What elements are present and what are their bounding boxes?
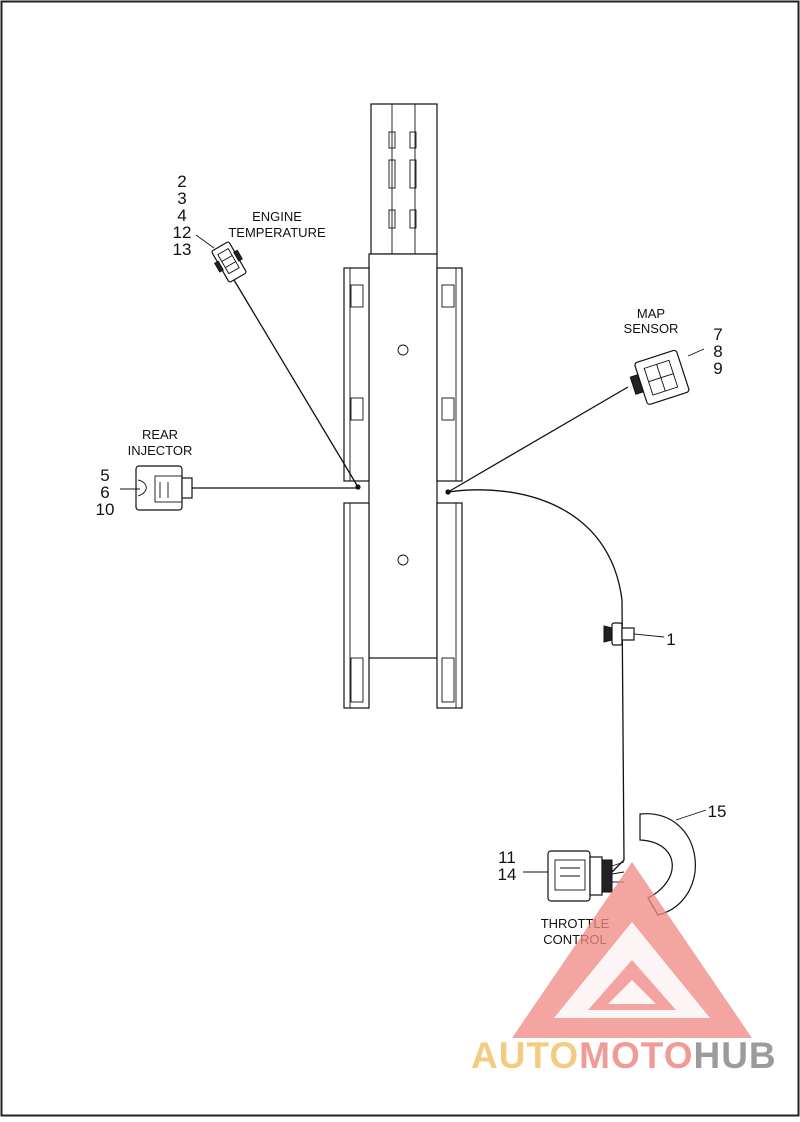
wire-harness <box>192 279 629 873</box>
engine-temp-number: 4 <box>177 206 186 225</box>
map-sensor-number: 7 <box>713 325 722 344</box>
frame-rail <box>343 103 463 709</box>
map-sensor-label: MAP <box>637 306 665 321</box>
boot-number: 15 <box>708 802 727 821</box>
rear-injector-label: REAR <box>142 427 178 442</box>
engine-temp-number: 12 <box>173 223 192 242</box>
map-sensor-number: 9 <box>713 359 722 378</box>
harness-clip <box>603 622 665 646</box>
throttle-wire <box>447 489 625 873</box>
rear-injector-connector <box>120 465 193 511</box>
engine-temp-wire <box>233 279 359 488</box>
automotohub-watermark: AUTOMOTOHUB <box>471 862 777 1076</box>
rear-injector-number: 5 <box>100 466 109 485</box>
engine-temp-label: ENGINE <box>252 209 302 224</box>
rear-injector-number: 10 <box>96 500 115 519</box>
junction-dot-left <box>355 484 361 490</box>
clip-number: 1 <box>666 630 675 649</box>
throttle-control-connector <box>523 850 625 902</box>
watermark-brand: AUTOMOTOHUB <box>471 1035 777 1076</box>
boot-leader <box>675 809 707 821</box>
engine-temp-number: 3 <box>177 189 186 208</box>
rear-injector-callout: REAR INJECTOR 5 6 10 <box>96 427 193 519</box>
engine-temperature-callout: 2 3 4 12 13 ENGINE TEMPERATURE <box>173 172 326 259</box>
map-sensor-label: SENSOR <box>624 321 679 336</box>
map-sensor-wire <box>447 386 629 493</box>
watermark-brand-auto: AUTO <box>471 1035 579 1076</box>
map-sensor-leader <box>687 348 705 357</box>
engine-temperature-sensor <box>195 234 247 283</box>
watermark-brand-hub: HUB <box>693 1035 776 1076</box>
throttle-number: 11 <box>498 848 516 867</box>
engine-temp-number: 13 <box>173 240 192 259</box>
engine-temp-label: TEMPERATURE <box>228 225 326 240</box>
watermark-logo-triangle <box>512 862 752 1038</box>
rear-injector-label: INJECTOR <box>128 443 193 458</box>
throttle-number: 14 <box>498 865 517 884</box>
watermark-brand-moto: MOTO <box>579 1035 693 1076</box>
engine-temp-number: 2 <box>177 172 186 191</box>
map-sensor-number: 8 <box>713 342 722 361</box>
map-sensor-callout: MAP SENSOR 7 8 9 <box>624 306 723 378</box>
engine-temp-leader <box>195 234 215 249</box>
junction-dot-right <box>445 489 451 495</box>
rear-injector-number: 6 <box>100 483 109 502</box>
clip-leader <box>633 633 665 638</box>
map-sensor <box>629 348 705 405</box>
